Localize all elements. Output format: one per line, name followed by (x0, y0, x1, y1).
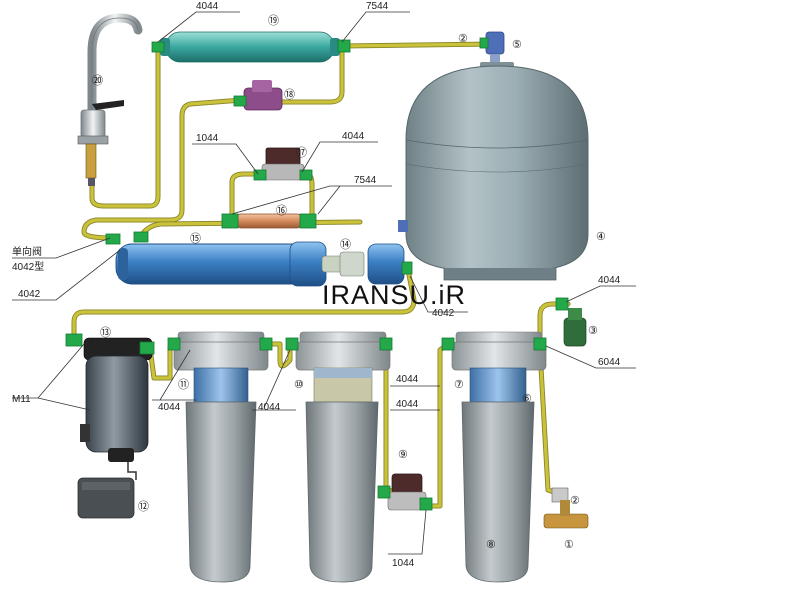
callout-5: ⑤ (512, 39, 522, 51)
label-4044-c: 4044 (598, 275, 621, 286)
callout-7: ⑦ (454, 379, 464, 391)
callout-2-top: ② (458, 33, 468, 45)
label-4042-a: 4042 (18, 289, 41, 300)
label-4044-f: 4044 (396, 374, 419, 385)
flush-solenoid-valve (233, 80, 283, 111)
callout-10: ⑩ (294, 379, 304, 391)
label-4044-g: 4044 (396, 399, 419, 410)
tank-ball-valve (479, 31, 505, 64)
low-pressure-switch (377, 473, 433, 511)
callout-3: ③ (588, 325, 598, 337)
part-labels: 4044 7544 1044 4044 7544 单向阀 4042型 4042 … (12, 1, 621, 569)
high-pressure-switch (555, 297, 587, 347)
callout-14: ⑭ (340, 238, 351, 251)
callout-20: ⑳ (92, 74, 103, 87)
callout-8: ⑧ (486, 539, 496, 551)
label-4044-e: 4044 (258, 402, 281, 413)
callout-9: ⑨ (398, 449, 408, 461)
callout-6: ⑥ (522, 393, 532, 405)
callout-numbers: ⑲ ② ⑤ ⑳ ⑱ ⑰ ⑯ ⑮ ⑭ ④ ③ ⑬ ⑪ ⑩ ⑦ ⑥ ⑨ ② ⑫ ① … (92, 14, 606, 551)
callout-15: ⑮ (190, 232, 201, 245)
callout-13: ⑬ (100, 326, 111, 339)
label-7544-b: 7544 (354, 175, 377, 186)
callout-19: ⑲ (268, 14, 279, 27)
callout-2-bottom: ② (570, 495, 580, 507)
callout-12: ⑫ (138, 500, 149, 513)
label-4042-type: 4042型 (12, 260, 44, 273)
callout-1: ① (564, 539, 574, 551)
feed-water-valve (543, 487, 589, 529)
prefilter-housing-2 (285, 331, 393, 583)
watermark-text: IRANSU.iR (322, 280, 466, 310)
label-4042-b: 4042 (432, 308, 455, 319)
label-6044: 6044 (598, 357, 621, 368)
callout-16: ⑯ (276, 204, 287, 217)
label-m11: M11 (12, 394, 31, 405)
inlet-solenoid-valve (253, 147, 313, 181)
label-4044-top: 4044 (196, 1, 219, 12)
callout-18: ⑱ (284, 88, 295, 101)
ro-membrane-housing (105, 231, 413, 287)
callout-11: ⑪ (178, 378, 189, 391)
label-7544-top: 7544 (366, 1, 389, 12)
callout-4: ④ (596, 231, 606, 243)
post-carbon-filter (151, 31, 351, 63)
prefilter-housing-1 (167, 331, 273, 583)
faucet (77, 13, 143, 186)
label-4044-d: 4044 (158, 402, 181, 413)
prefilter-housing-3 (441, 331, 547, 583)
label-check-valve: 单向阀 (12, 245, 42, 258)
label-1044-a: 1044 (196, 133, 219, 144)
label-4044-b: 4044 (342, 131, 365, 142)
callout-17: ⑰ (296, 146, 307, 159)
booster-pump (65, 333, 155, 462)
pressure-tank (398, 62, 589, 281)
flow-restrictor (221, 213, 317, 229)
leader-lines (12, 11, 636, 555)
power-adapter (77, 477, 135, 519)
label-1044-b: 1044 (392, 558, 415, 569)
